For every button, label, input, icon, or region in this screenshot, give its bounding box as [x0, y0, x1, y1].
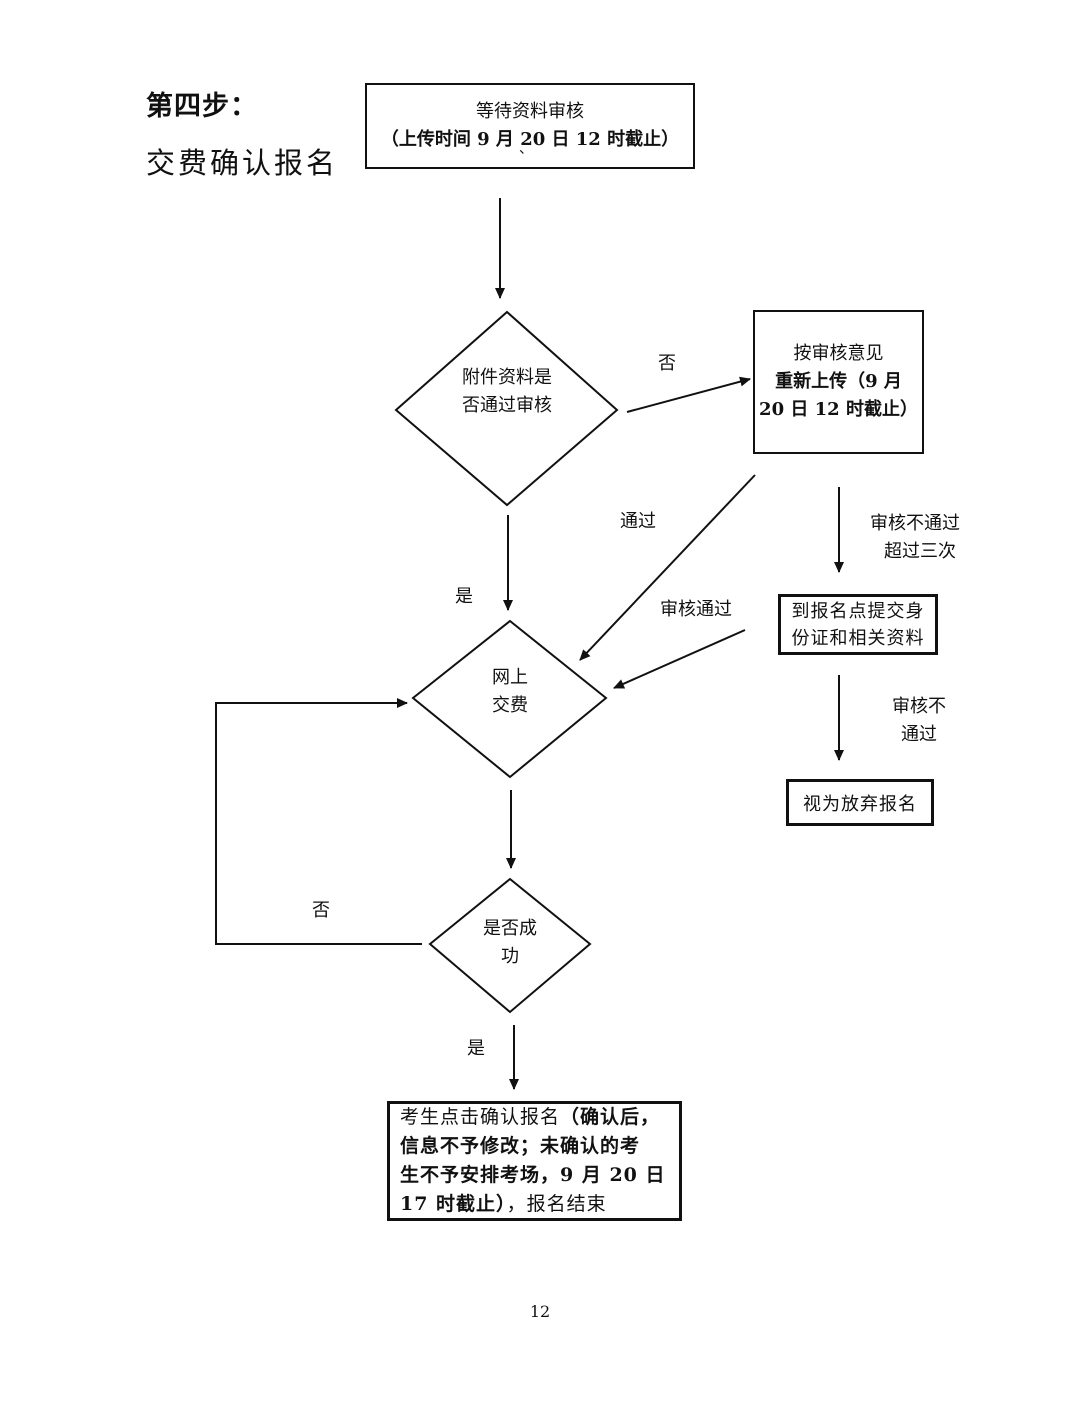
arrow-check-to-reupload [626, 376, 751, 413]
label-review-fail-three-line-2: 超过三次 [884, 541, 956, 562]
page-number: 12 [529, 1302, 551, 1321]
confirm-line-3: 生不予安排考场，9 月 20 日 [400, 1164, 666, 1186]
success-check-line-2: 功 [501, 946, 519, 967]
reupload-line-1: 按审核意见 [793, 343, 884, 364]
label-no-reupload: 否 [658, 353, 676, 374]
confirm-box: 考生点击确认报名（确认后， 信息不予修改；未确认的考 生不予安排考场，9 月 2… [387, 1101, 682, 1221]
await-review-stray-mark: 、 [519, 141, 533, 157]
label-yes-to-confirm: 是 [467, 1038, 485, 1059]
reupload-line-2: 重新上传（9 月 [775, 371, 902, 392]
confirm-line-4-bold: 17 时截止） [400, 1193, 507, 1215]
success-check-diamond [428, 877, 592, 1014]
step-title: 交费确认报名 [146, 146, 339, 180]
pay-online-line-2: 交费 [492, 695, 528, 716]
label-review-fail-line-1: 审核不 [892, 696, 946, 717]
confirm-line-1: 考生点击确认报名（确认后， [400, 1103, 660, 1132]
label-review-fail-three: 审核不通过 超过三次 [870, 510, 960, 566]
label-yes-to-pay: 是 [455, 586, 473, 607]
attachment-check-text: 附件资料是 否通过审核 [430, 364, 584, 420]
label-review-fail-line-2: 通过 [901, 724, 937, 745]
reupload-box: 按审核意见 重新上传（9 月 20 日 12 时截止） [753, 310, 924, 454]
confirm-line-1-normal: 考生点击确认报名 [400, 1106, 561, 1128]
success-check-line-1: 是否成 [483, 918, 537, 939]
label-review-fail-three-line-1: 审核不通过 [870, 513, 960, 534]
submit-in-person-line-2: 份证和相关资料 [791, 627, 925, 649]
confirm-line-4-normal: ，报名结束 [506, 1193, 607, 1215]
confirm-line-1-bold: （确认后， [560, 1106, 661, 1128]
submit-in-person-box: 到报名点提交身 份证和相关资料 [778, 594, 938, 655]
pay-online-diamond [411, 619, 608, 779]
label-review-pass: 审核通过 [660, 599, 732, 620]
success-check-text: 是否成 功 [460, 915, 560, 971]
label-pass: 通过 [620, 511, 656, 532]
submit-in-person-line-1: 到报名点提交身 [791, 600, 925, 622]
reupload-line-3: 20 日 12 时截止） [759, 399, 918, 420]
attachment-check-line-2: 否通过审核 [462, 395, 552, 416]
await-review-box: 等待资料审核 （上传时间 9 月 20 日 12 时截止） 、 [365, 83, 695, 169]
await-review-line-1: 等待资料审核 [476, 101, 584, 122]
confirm-line-2: 信息不予修改；未确认的考 [400, 1135, 641, 1157]
label-no-retry: 否 [312, 900, 330, 921]
confirm-line-4: 17 时截止），报名结束 [400, 1190, 607, 1219]
label-review-fail: 审核不 通过 [892, 693, 946, 749]
await-review-line-2: （上传时间 9 月 20 日 12 时截止） [380, 129, 680, 150]
arrow-submit-to-pay [613, 629, 746, 689]
give-up-box: 视为放弃报名 [786, 779, 934, 826]
arrow-success-no-loop [215, 698, 422, 945]
attachment-check-line-1: 附件资料是 [462, 367, 552, 388]
pay-online-text: 网上 交费 [460, 664, 560, 720]
pay-online-line-1: 网上 [492, 667, 528, 688]
step-heading: 第四步： [146, 91, 258, 122]
attachment-check-diamond [394, 310, 619, 507]
give-up-line-1: 视为放弃报名 [803, 793, 917, 815]
arrow-reupload-to-pay [579, 474, 756, 661]
